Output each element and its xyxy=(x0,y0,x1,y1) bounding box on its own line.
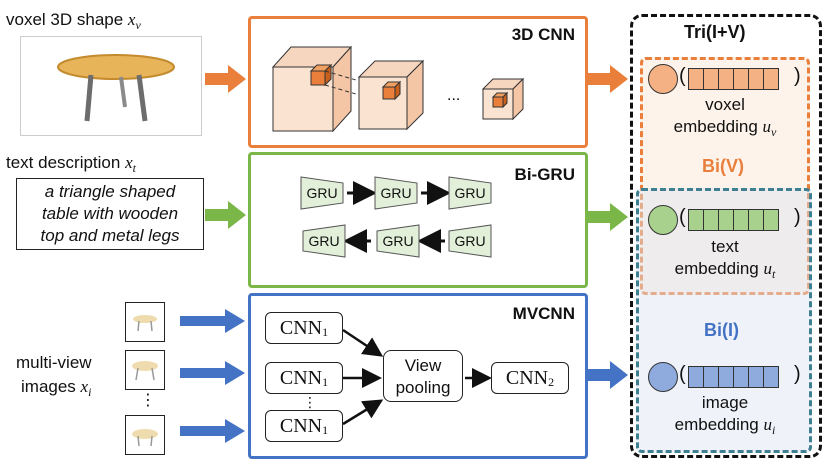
thumbnails-vdots: ⋮ xyxy=(140,392,156,409)
image-vector-cells xyxy=(688,366,779,388)
arrow-text-to-bigru xyxy=(205,201,246,229)
multi-view-label: multi-view images xi xyxy=(16,353,92,399)
voxel-shape-image xyxy=(20,36,202,136)
text-embedding-label: text embedding ut xyxy=(674,237,776,281)
cnn3d-ellipsis: ... xyxy=(447,87,461,104)
paren-open: ( xyxy=(679,65,686,87)
text-embedding-vector: ( ) xyxy=(648,205,808,235)
image-embedding-vector: ( ) xyxy=(648,362,808,392)
voxel-embedding-vector: ( ) xyxy=(648,64,808,94)
voxel-vector-cells xyxy=(688,68,779,90)
gru-cell: GRU xyxy=(299,223,349,259)
voxel-shape-label: voxel 3D shape xv xyxy=(6,10,141,32)
bi-v-box xyxy=(640,57,810,295)
view-image-2 xyxy=(125,350,165,390)
image-embedding-label: image embedding ui xyxy=(674,393,776,437)
voxel-cube-2 xyxy=(357,59,425,131)
arrow-view2-to-cnn xyxy=(180,361,245,385)
voxel-embedding-label: voxel embedding uv xyxy=(673,95,777,139)
tri-title: Tri(I+V) xyxy=(684,22,746,42)
text-desc-line: table with wooden xyxy=(41,204,179,223)
text-vector-cells xyxy=(688,209,779,231)
bi-i-label: Bi(I) xyxy=(704,320,739,340)
voxel-cube-1 xyxy=(271,45,353,133)
paren-open: ( xyxy=(679,206,686,228)
view-image-1 xyxy=(125,302,165,342)
tri-embedding-box xyxy=(630,14,822,458)
paren-open: ( xyxy=(679,363,686,385)
paren-close: ) xyxy=(794,206,801,228)
text-desc-line: a triangle shaped xyxy=(44,182,176,201)
cnn3d-title: 3D CNN xyxy=(511,25,575,44)
cnn-vdots: ⋮ xyxy=(303,394,317,410)
arrow-mvcnn-to-image-embedding xyxy=(588,361,628,389)
paren-close: ) xyxy=(794,65,801,87)
view-image-3 xyxy=(125,415,165,455)
bigru-box: Bi-GRU GRU GRU GRU GRU GRU GRU xyxy=(248,152,588,288)
gru-cell: GRU xyxy=(297,175,347,211)
gru-cell: GRU xyxy=(371,175,421,211)
arrow-view3-to-cnn xyxy=(180,419,245,443)
gru-cell: GRU xyxy=(445,223,495,259)
text-description-box: a triangle shaped table with wooden top … xyxy=(16,178,204,250)
mvcnn-title: MVCNN xyxy=(512,304,575,323)
text-node xyxy=(648,205,678,235)
bi-v-label: Bi(V) xyxy=(702,156,744,176)
voxel-cube-3 xyxy=(481,77,525,121)
image-node xyxy=(648,362,678,392)
gru-connections xyxy=(343,181,451,253)
paren-close: ) xyxy=(794,363,801,385)
cnn3d-cubes xyxy=(271,45,525,133)
view-pooling-block: View pooling xyxy=(383,350,463,402)
gru-cell: GRU xyxy=(373,223,423,259)
cnn3d-box: 3D CNN xyxy=(248,16,588,148)
arrow-bigru-to-text-embedding xyxy=(588,203,628,231)
arrow-view1-to-cnn xyxy=(180,309,245,333)
text-desc-line: top and metal legs xyxy=(40,226,180,245)
bigru-title: Bi-GRU xyxy=(514,165,575,184)
text-description-label: text description xt xyxy=(6,153,136,175)
arrow-voxel-to-3dcnn xyxy=(205,65,246,93)
voxel-node xyxy=(648,64,678,94)
mvcnn-connections xyxy=(342,328,492,426)
gru-cell: GRU xyxy=(445,175,495,211)
arrow-3dcnn-to-voxel-embedding xyxy=(588,65,628,93)
